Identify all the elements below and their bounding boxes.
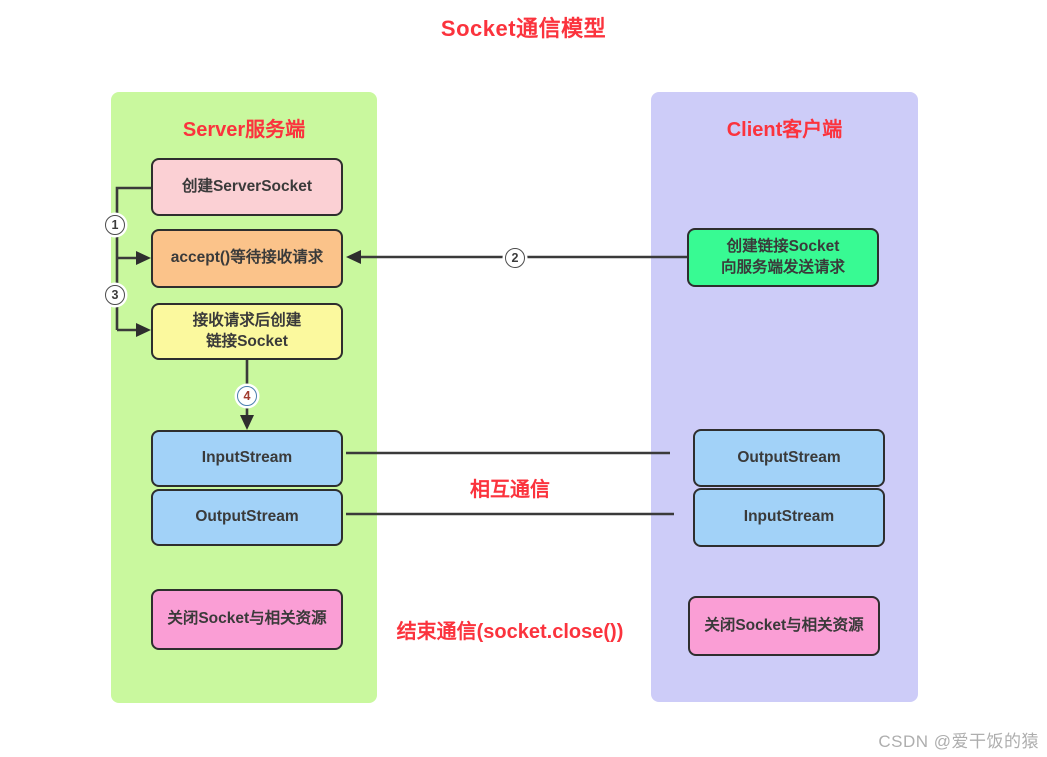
client-box-create-socket-request: 创建链接Socket 向服务端发送请求 [687,228,879,287]
csdn-watermark: CSDN @爱干饭的猿 [878,732,1039,751]
step-marker-2: 2 [505,248,525,268]
server-box-create-serversocket: 创建ServerSocket [151,158,343,216]
server-box-accept: accept()等待接收请求 [151,229,343,288]
client-panel-header: Client客户端 [726,119,843,141]
server-box-create-link-socket: 接收请求后创建 链接Socket [151,303,343,360]
server-box-outputstream: OutputStream [151,489,343,546]
step-marker-3: 3 [105,285,125,305]
server-box-close-socket: 关闭Socket与相关资源 [151,589,343,650]
client-box-inputstream: InputStream [693,488,885,547]
mutual-communication-label: 相互通信 [470,479,550,501]
client-box-close-socket: 关闭Socket与相关资源 [688,596,880,656]
end-communication-label: 结束通信(socket.close()) [396,621,624,643]
server-box-inputstream: InputStream [151,430,343,487]
diagram-title: Socket通信模型 [440,16,607,41]
client-box-outputstream: OutputStream [693,429,885,487]
step-marker-4: 4 [237,386,257,406]
step-marker-1: 1 [105,215,125,235]
server-panel-header: Server服务端 [182,119,306,141]
